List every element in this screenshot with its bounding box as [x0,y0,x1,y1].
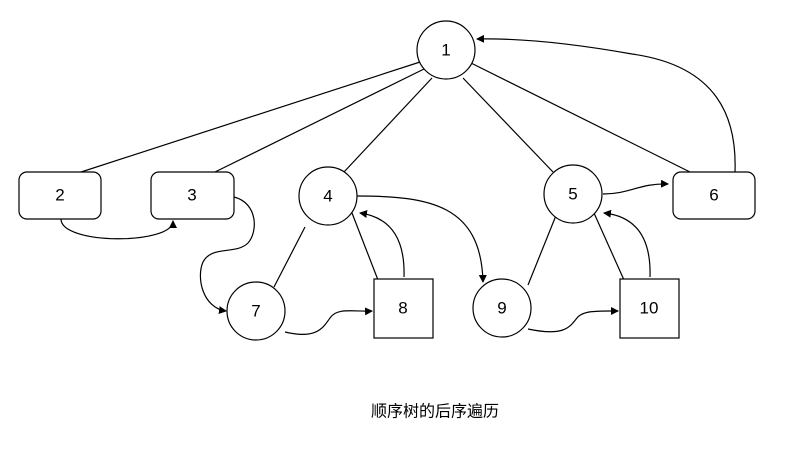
traversal-arrow-2-3 [60,218,177,240]
traversal-arrow-4-9 [356,195,487,283]
traversal-arrow-3-7 [199,196,255,315]
node-6-label: 6 [709,186,718,205]
node-10-label: 10 [640,299,659,318]
node-10: 10 [619,278,680,339]
traversal-arrow-6-1 [476,34,736,173]
node-1: 1 [416,20,476,80]
traversal-arrow-10-5 [603,209,651,278]
tree-edge-1-4 [343,77,433,173]
node-5: 5 [543,164,603,224]
traversal-arrow-7-8 [284,307,373,335]
node-5-label: 5 [568,185,577,204]
diagram-caption: 顺序树的后序遍历 [371,402,499,421]
node-2-label: 2 [55,186,64,205]
tree-edge-4-8 [351,212,379,281]
tree-edge-1-6 [470,62,693,174]
tree-edge-1-3 [212,68,425,174]
node-2: 2 [18,171,102,220]
traversal-arrow-8-4 [359,210,405,278]
node-4-label: 4 [323,187,332,206]
node-8-label: 8 [398,299,407,318]
node-7-label: 7 [251,302,260,321]
node-9-label: 9 [497,299,506,318]
node-3: 3 [150,171,235,220]
traversal-arrow-9-10 [527,306,619,333]
node-3-label: 3 [187,186,196,205]
node-6: 6 [672,171,756,220]
tree-edge-1-5 [462,77,554,173]
tree-edge-1-2 [77,61,421,174]
node-1-label: 1 [441,41,450,60]
tree-edge-5-10 [593,212,625,281]
node-7: 7 [226,281,286,341]
node-4: 4 [298,166,358,226]
tree-edge-5-9 [527,212,558,286]
node-9: 9 [472,278,532,338]
traversal-arrow-5-6 [602,179,669,195]
node-8: 8 [373,278,434,339]
tree-edge-4-7 [273,226,306,288]
